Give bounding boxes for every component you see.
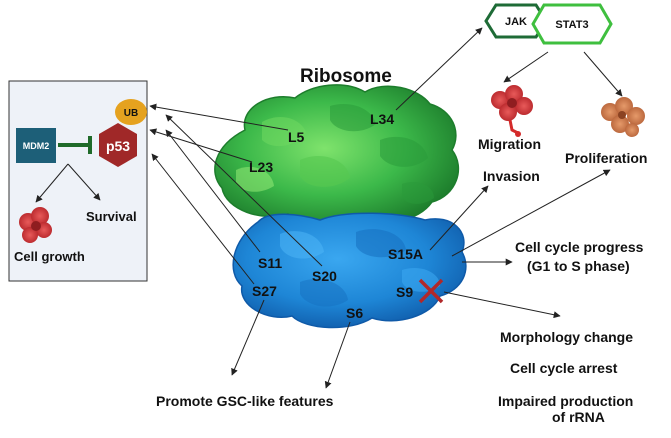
stat3-hexagon — [531, 3, 613, 45]
s11-to-panel-arrow — [165, 129, 261, 253]
s9-to-morphology-arrow — [443, 291, 561, 319]
p53-to-growth-arrow — [35, 163, 69, 203]
protein-s6: S6 — [346, 305, 363, 321]
protein-s9: S9 — [396, 284, 413, 300]
protein-s27: S27 — [252, 283, 277, 299]
impaired-sub-label: of rRNA — [552, 409, 605, 425]
l34-to-jak-arrow — [395, 27, 483, 111]
protein-s15a: S15A — [388, 246, 423, 262]
jak-label: JAK — [505, 16, 527, 28]
protein-l5: L5 — [288, 129, 305, 145]
invasion-label: Invasion — [483, 168, 540, 184]
s15a-to-invasion-arrow — [429, 185, 489, 251]
stat3-label: STAT3 — [555, 19, 588, 31]
impaired-label: Impaired production — [498, 393, 633, 409]
survival-label: Survival — [86, 209, 137, 224]
diagram-title: Ribosome — [300, 66, 392, 87]
s27-to-gsc-arrow — [231, 299, 265, 376]
proliferation-label: Proliferation — [565, 150, 647, 166]
p53-to-survival-arrow — [67, 163, 101, 201]
p53-label: p53 — [106, 138, 130, 154]
cell-cycle-sub-label: (G1 to S phase) — [527, 258, 630, 274]
proliferation-icon — [601, 97, 645, 137]
large-subunit — [214, 84, 460, 227]
migration-icon — [491, 85, 533, 137]
stat3-to-migration-arrow — [503, 51, 549, 83]
cell-cycle-label: Cell cycle progress — [515, 239, 644, 255]
arrest-label: Cell cycle arrest — [510, 360, 618, 376]
protein-l34: L34 — [370, 111, 394, 127]
s9-cross-icon — [418, 278, 444, 304]
gsc-label: Promote GSC-like features — [156, 393, 334, 409]
ub-label: UB — [124, 108, 138, 119]
s15a-to-proliferation-arrow — [451, 169, 611, 257]
small-subunit — [232, 212, 467, 329]
s6-to-gsc-arrow — [324, 321, 351, 389]
protein-s11: S11 — [258, 255, 282, 271]
migration-label: Migration — [478, 136, 541, 152]
p53-hexagon — [99, 123, 137, 167]
ub-badge — [115, 99, 147, 125]
mdm2-label: MDM2 — [23, 141, 50, 151]
s20-to-panel-arrow — [165, 114, 323, 267]
cell-growth-icon — [19, 207, 52, 243]
stat3-to-proliferation-arrow — [583, 51, 623, 97]
s27-to-panel-arrow — [151, 153, 255, 285]
cell-growth-label: Cell growth — [14, 249, 85, 264]
morphology-label: Morphology change — [500, 329, 633, 345]
protein-l23: L23 — [249, 159, 273, 175]
jak-hexagon — [484, 3, 548, 39]
protein-s20: S20 — [312, 268, 337, 284]
l5-to-ub-arrow — [149, 103, 289, 131]
mdm2-box — [16, 128, 56, 163]
